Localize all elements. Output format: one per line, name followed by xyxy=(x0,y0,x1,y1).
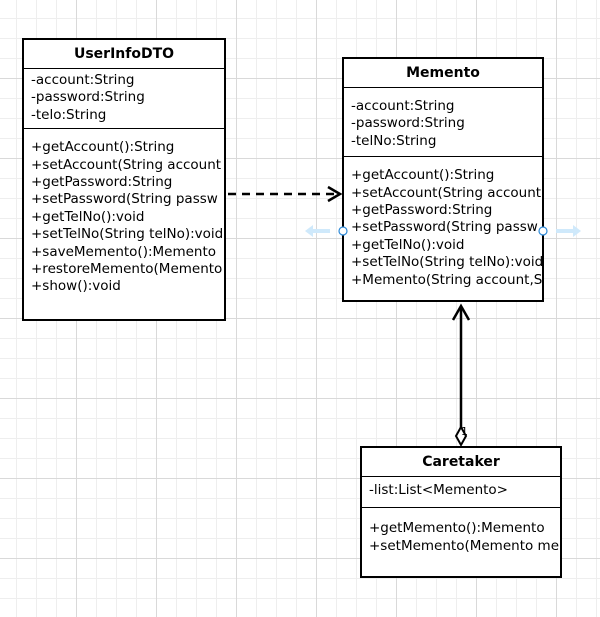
selection-handles xyxy=(305,225,581,237)
method-line: +setTelNo(String telNo):void xyxy=(31,226,224,243)
right-handle-arrow[interactable] xyxy=(556,225,581,237)
attribute-line: -account:String xyxy=(31,72,135,88)
method-section: +getAccount():String +setAccount(String … xyxy=(344,157,542,293)
method-line: +setAccount(String account xyxy=(31,156,222,173)
multiplicity-label: 1 xyxy=(461,425,468,438)
method-line: +Memento(String account,S xyxy=(351,271,543,288)
method-line: +setAccount(String account xyxy=(351,184,542,201)
method-line: +getTelNo():void xyxy=(351,236,465,253)
method-line: +getPassword:String xyxy=(31,174,173,191)
method-section: +getMemento():Memento +setMemento(Mement… xyxy=(362,508,560,563)
aggregation-connector[interactable] xyxy=(451,303,471,448)
method-line: +setMemento(Memento me xyxy=(369,537,559,554)
class-caretaker[interactable]: Caretaker -list:List<Memento> +getMement… xyxy=(360,446,562,578)
method-line: +setPassword(String passw xyxy=(31,191,218,208)
method-line: +show():void xyxy=(31,278,121,295)
attribute-section: -account:String -password:String -telNo:… xyxy=(344,88,542,158)
attribute-line: -password:String xyxy=(351,115,465,132)
attribute-section: -list:List<Memento> xyxy=(362,477,560,509)
method-line: +saveMemento():Memento xyxy=(31,243,217,260)
attribute-line: -telNo:String xyxy=(351,132,437,149)
aggregation-diamond xyxy=(454,424,468,448)
method-section: +getAccount():String +setAccount(String … xyxy=(24,129,224,300)
class-title: Caretaker xyxy=(362,448,560,477)
dependency-connector[interactable] xyxy=(228,185,343,203)
attribute-line: -password:String xyxy=(31,89,145,106)
attribute-line: -account:String xyxy=(351,98,455,114)
attribute-line: -list:List<Memento> xyxy=(369,482,508,498)
method-line: +getMemento():Memento xyxy=(369,520,545,537)
method-line: +setTelNo(String telNo):void xyxy=(351,254,544,271)
class-title: Memento xyxy=(344,59,542,88)
left-handle-arrow[interactable] xyxy=(305,225,330,237)
class-userinfodto[interactable]: UserInfoDTO -account:String -password:St… xyxy=(22,38,226,321)
class-memento[interactable]: Memento -account:String -password:String… xyxy=(342,57,544,302)
attribute-line: -telo:String xyxy=(31,106,107,123)
method-line: +getPassword:String xyxy=(351,202,493,219)
method-line: +getAccount():String xyxy=(351,167,495,184)
method-line: +setPassword(String passw xyxy=(351,219,538,236)
attribute-section: -account:String -password:String -telo:S… xyxy=(24,69,224,130)
method-line: +getAccount():String xyxy=(31,139,175,156)
class-title: UserInfoDTO xyxy=(24,40,224,69)
method-line: +getTelNo():void xyxy=(31,208,145,225)
method-line: +restoreMemento(Memento xyxy=(31,261,223,278)
